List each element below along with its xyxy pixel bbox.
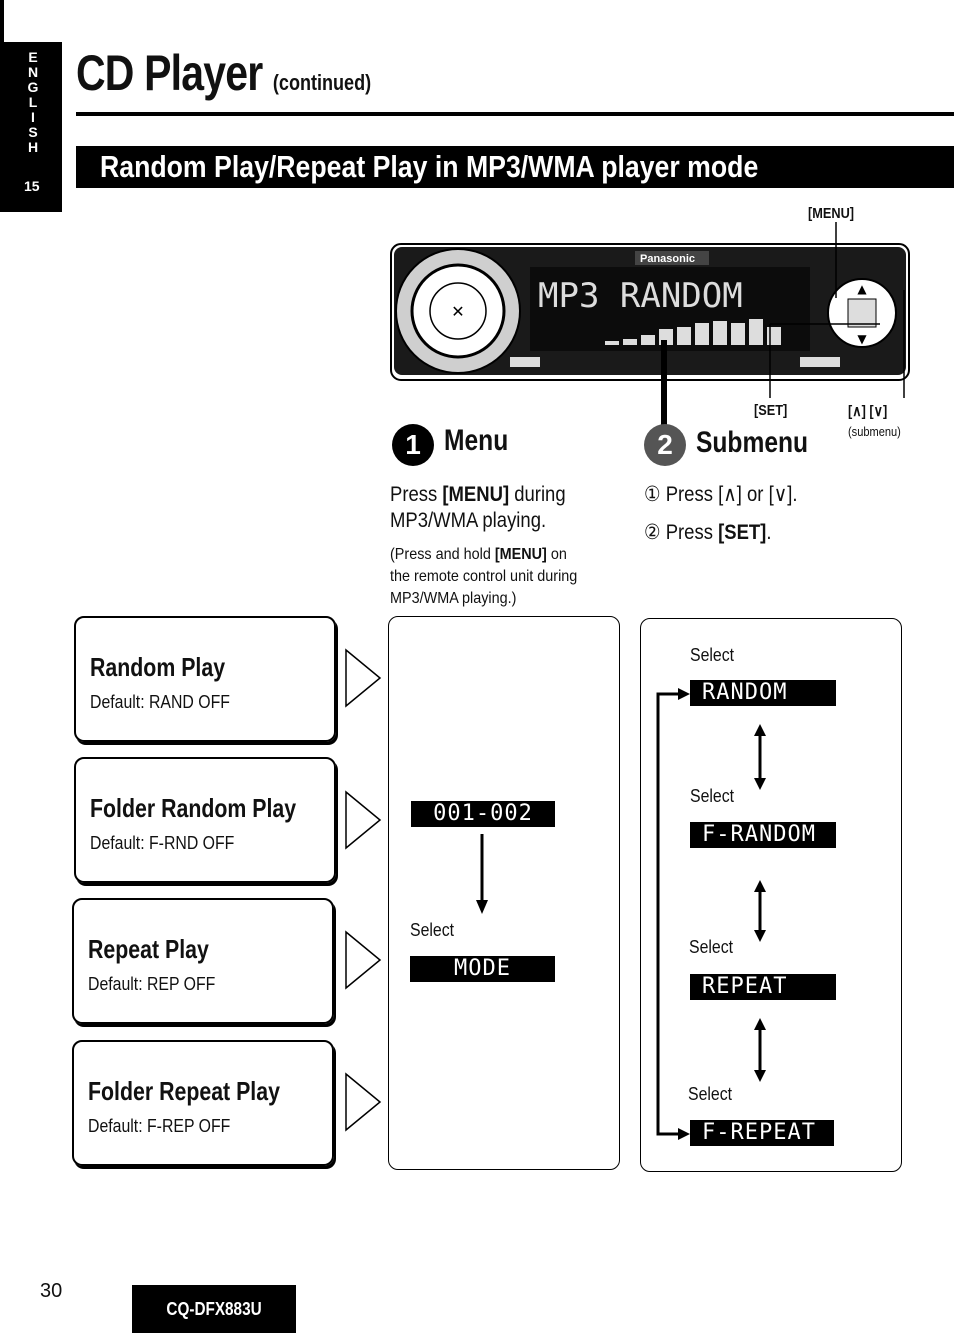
mode-default: Default: F-REP OFF: [88, 1116, 231, 1136]
arrow-right-icon: [345, 930, 382, 990]
language-letters: E N G L I S H: [27, 49, 39, 155]
page-number: 30: [40, 1280, 63, 1302]
svg-text:▲: ▲: [857, 282, 867, 296]
arrow-down-icon: [476, 834, 488, 914]
submenu-panel: [640, 618, 902, 1172]
step-one-number: 1: [392, 424, 434, 466]
menu-button-label: [MENU]: [808, 205, 855, 222]
section-banner: Random Play/Repeat Play in MP3/WMA playe…: [76, 146, 954, 188]
menu-panel: [388, 616, 620, 1170]
step-two-number: 2: [644, 424, 686, 466]
arrow-right-icon: [345, 1072, 382, 1132]
step-one-heading: Menu: [444, 424, 509, 457]
mode-box-repeat-play: Repeat Play Default: REP OFF: [72, 898, 334, 1024]
step-two-item1: ① Press [∧] or [∨].: [644, 483, 798, 506]
mode-default: Default: RAND OFF: [90, 692, 230, 712]
step-one-line2: MP3/WMA playing.: [390, 509, 547, 532]
select-label: Select: [410, 920, 455, 940]
edge-line: [0, 0, 4, 42]
arrow-right-icon: [345, 648, 382, 708]
mode-default: Default: F-RND OFF: [90, 833, 235, 853]
callout-lines: [661, 222, 905, 430]
page-title: CD Player (continued): [76, 45, 372, 101]
step-one-note1: (Press and hold [MENU] on: [390, 546, 567, 563]
mode-title: Folder Repeat Play: [88, 1076, 280, 1106]
display-mode: MODE: [410, 956, 555, 982]
select-label: Select: [690, 645, 735, 665]
select-label: Select: [690, 786, 735, 806]
mode-box-folder-random-play: Folder Random Play Default: F-RND OFF: [74, 757, 336, 883]
mode-box-random-play: Random Play Default: RAND OFF: [74, 616, 336, 742]
mode-title: Repeat Play: [88, 934, 209, 964]
mode-box-folder-repeat-play: Folder Repeat Play Default: F-REP OFF: [72, 1040, 334, 1166]
mode-title: Random Play: [90, 652, 226, 682]
svg-text:▼: ▼: [857, 332, 867, 346]
step-one-note3: MP3/WMA playing.): [390, 590, 517, 607]
display-random: RANDOM: [690, 680, 836, 706]
brand-logo: Panasonic: [640, 253, 695, 265]
title-rule: [76, 112, 954, 116]
set-button-label: [SET]: [754, 402, 788, 419]
submenu-note: (submenu): [848, 424, 901, 439]
head-unit-illustration: ✕ MP3 RANDOM Panasonic ▲ ▼: [390, 243, 910, 381]
mode-default: Default: REP OFF: [88, 974, 216, 994]
arrow-right-icon: [345, 790, 382, 850]
submenu-flow-arrows: [656, 688, 766, 1140]
mode-title: Folder Random Play: [90, 793, 297, 823]
step-one-line1: Press [MENU] during: [390, 483, 566, 506]
display-track: 001-002: [411, 801, 555, 827]
svg-text:✕: ✕: [451, 302, 464, 321]
step-two-item2: ② Press [SET].: [644, 521, 772, 544]
display-f-random: F-RANDOM: [690, 822, 836, 848]
model-tag: CQ-DFX883U: [132, 1285, 296, 1333]
step-one-note2: the remote control unit during: [390, 568, 578, 585]
select-label: Select: [689, 937, 734, 957]
unit-display-text: MP3 RANDOM: [538, 276, 743, 316]
section-number: 15: [24, 178, 40, 194]
step-two-heading: Submenu: [696, 426, 809, 459]
updown-button-label: [∧] [∨]: [848, 403, 888, 420]
select-label: Select: [688, 1084, 733, 1104]
display-f-repeat: F-REPEAT: [690, 1120, 834, 1146]
language-tab: E N G L I S H: [0, 42, 62, 212]
display-repeat: REPEAT: [690, 974, 836, 1000]
